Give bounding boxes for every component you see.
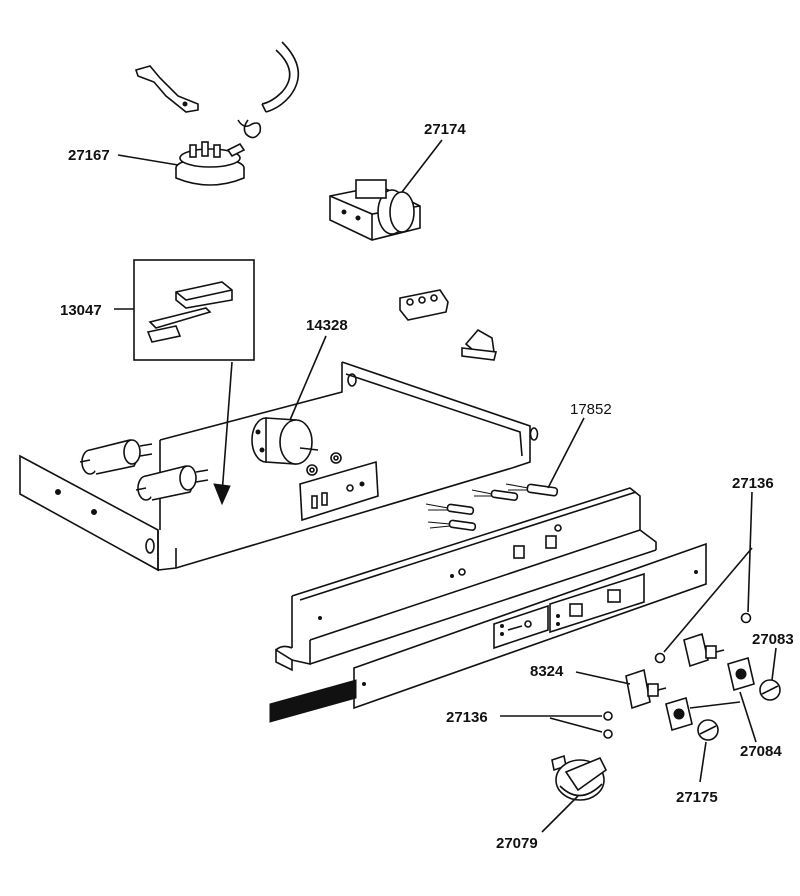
label-27079: 27079 (496, 835, 538, 852)
inset-box-13047 (133, 259, 255, 361)
label-27084: 27084 (740, 743, 782, 760)
hose-clip (237, 119, 262, 139)
front-panel-bracket (275, 487, 657, 672)
switch-upper (683, 632, 725, 668)
timer-27174 (329, 179, 421, 241)
label-14328: 14328 (306, 317, 348, 334)
screw-27136-a (654, 612, 752, 664)
top-bracket (134, 65, 199, 113)
screw-27136-b (603, 711, 613, 739)
knob-cap-27175 (697, 719, 719, 741)
terminal-block (399, 289, 449, 321)
label-17852: 17852 (570, 401, 612, 418)
seal-strip (269, 679, 357, 723)
label-27083: 27083 (752, 631, 794, 648)
hose (261, 41, 300, 113)
pressure-switch-27167 (175, 141, 246, 186)
main-knob-27079 (551, 754, 608, 801)
motor-14328 (251, 417, 319, 465)
knob-cap-27083 (759, 679, 781, 701)
label-27136-top: 27136 (732, 475, 774, 492)
washers (306, 452, 342, 476)
label-27167: 27167 (68, 147, 110, 164)
knob-housing-27084-a (727, 656, 755, 692)
main-tray (19, 361, 539, 572)
knob-housing-27084-b (665, 696, 693, 732)
sensor-leads-17852 (425, 483, 559, 531)
switch-8324 (625, 668, 667, 710)
label-27174: 27174 (424, 121, 466, 138)
capacitor-1 (79, 439, 153, 475)
cable-clamp (461, 328, 497, 361)
label-27136-bottom: 27136 (446, 709, 488, 726)
label-8324: 8324 (530, 663, 564, 680)
label-27175: 27175 (676, 789, 718, 806)
label-13047: 13047 (60, 302, 102, 319)
capacitor-2 (135, 465, 209, 501)
